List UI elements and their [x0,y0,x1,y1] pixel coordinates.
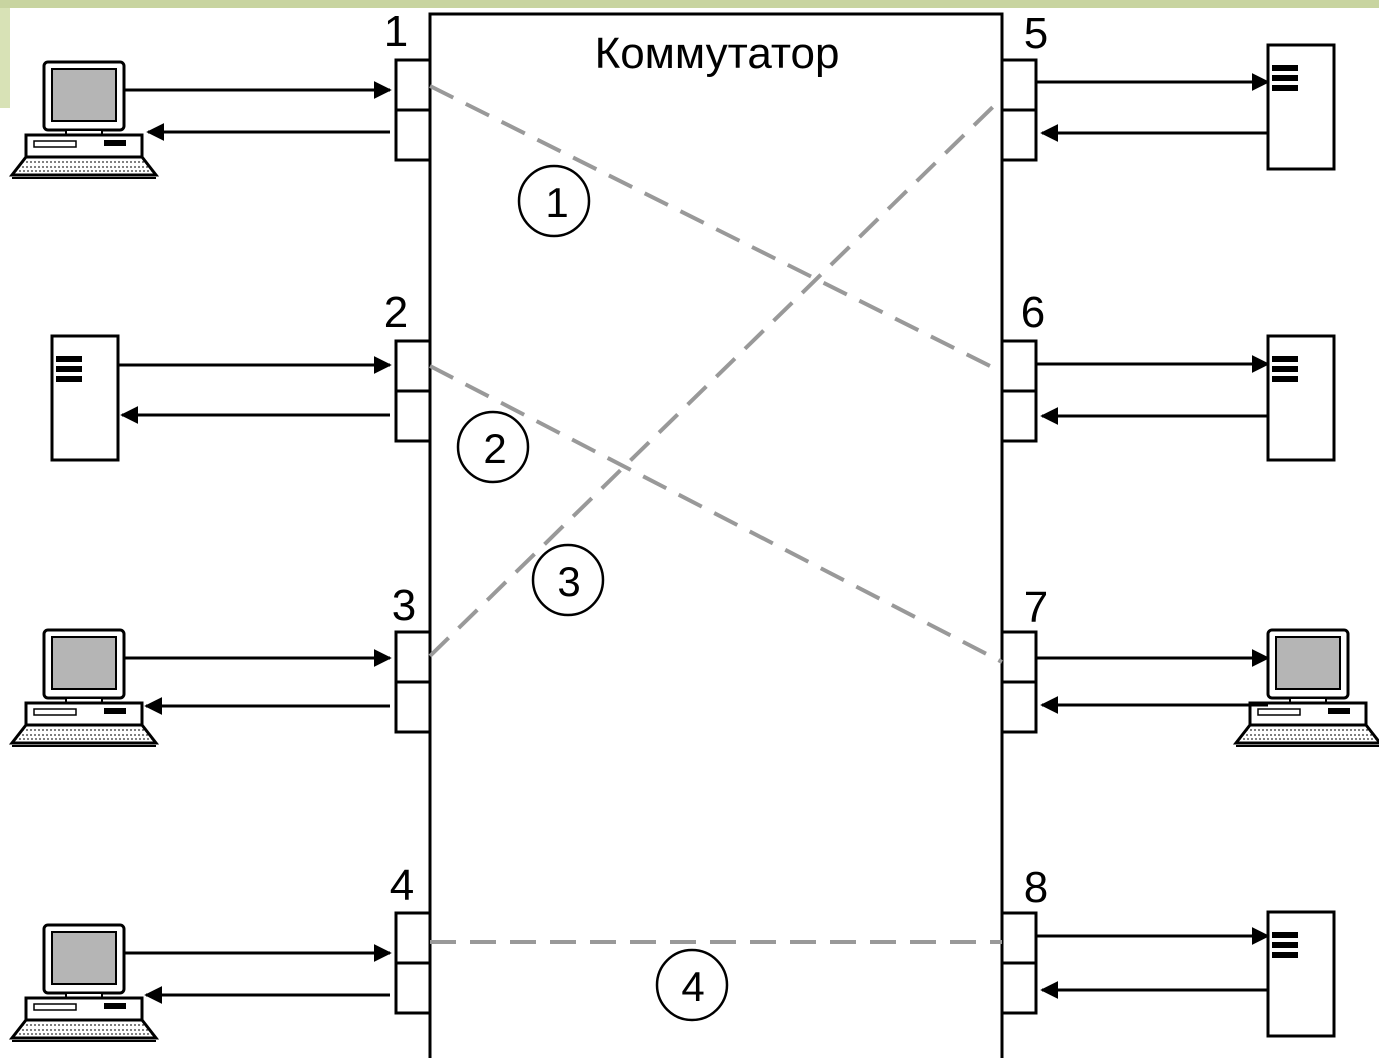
port-number-8: 8 [1024,863,1048,912]
connection-marker-1 [517,164,591,238]
port-number-5: 5 [1024,9,1048,58]
port-number-6: 6 [1021,288,1045,337]
connection-marker-2 [456,410,530,484]
port-number-3: 3 [392,581,416,630]
connection-line-1 [429,84,1003,374]
switch-body [428,12,1004,1058]
computer-icon-port-3 [10,628,158,748]
port-1-out [394,108,432,162]
port-8-in [1000,911,1038,965]
port-7-in [1000,630,1038,684]
server-icon-port-5 [1266,43,1336,171]
port-number-4: 4 [390,861,414,910]
server-icon-port-8 [1266,910,1336,1038]
port-3-out [394,680,432,734]
port-number-2: 2 [384,288,408,337]
connection-number-3: 3 [557,558,580,605]
server-icon-port-6 [1266,334,1336,462]
port-3-in [394,630,432,684]
port-5-out [1000,108,1038,162]
port-number-1: 1 [384,7,408,56]
port-6-in [1000,339,1038,393]
server-icon-port-2 [50,334,120,462]
port-group [394,58,1038,1015]
computer-icon-port-4 [10,923,158,1043]
switch-label: Коммутатор [595,29,840,78]
port-8-out [1000,961,1038,1015]
port-2-in [394,339,432,393]
port-7-out [1000,680,1038,734]
connection-marker-3 [531,543,605,617]
connection-marker-4 [655,948,729,1022]
connection-number-1: 1 [545,179,568,226]
port-4-out [394,961,432,1015]
port-4-in [394,911,432,965]
port-number-7: 7 [1024,583,1048,632]
connection-line-3 [428,96,1004,658]
port-5-in [1000,58,1038,112]
port-6-out [1000,389,1038,443]
port-1-in [394,58,432,112]
port-2-out [394,389,432,443]
connection-line-2 [429,364,1003,664]
connection-number-2: 2 [483,425,506,472]
connection-number-4: 4 [681,963,704,1010]
left-decorative-strip [0,8,10,108]
top-decorative-strip [0,0,1379,8]
computer-icon-port-1 [10,60,158,180]
computer-icon-port-7 [1234,628,1379,748]
